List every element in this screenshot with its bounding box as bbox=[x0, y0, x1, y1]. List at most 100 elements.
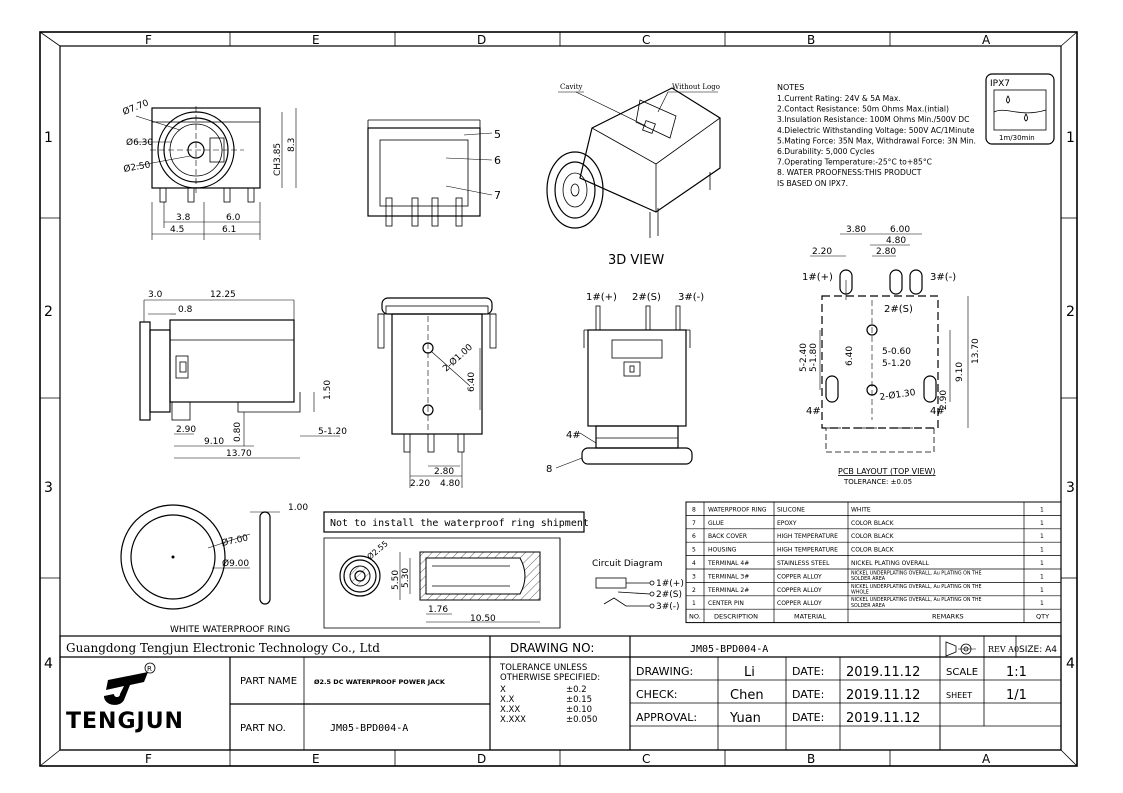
grid-row-label: 3 bbox=[44, 480, 53, 496]
tolerance-value: ±0.050 bbox=[566, 715, 597, 725]
tolerance-table: X±0.2X.X±0.15X.XX±0.10X.XXX±0.050 bbox=[500, 685, 597, 725]
front-dim: 6.1 bbox=[222, 225, 236, 235]
bom-qty: 1 bbox=[1040, 506, 1044, 513]
note-line: 7.Operating Temperature:-25°C to+85°C bbox=[777, 158, 932, 167]
bom-desc: GLUE bbox=[708, 520, 724, 527]
approval-label: APPROVAL: bbox=[636, 711, 697, 724]
bom-remarks: NICKEL UNDERPLATING OVERALL, Au PLATING … bbox=[851, 570, 982, 576]
bom-remarks: SOLDER AREA bbox=[851, 576, 886, 582]
front-dim: Ø7.70 bbox=[121, 97, 151, 117]
front-dim: 6.0 bbox=[226, 213, 241, 223]
bom-remarks: COLOR BLACK bbox=[851, 547, 895, 554]
bom-no: 3 bbox=[692, 573, 696, 580]
bom-desc: HOUSING bbox=[708, 547, 737, 554]
company-name: Guangdong Tengjun Electronic Technology … bbox=[66, 641, 380, 655]
bom-qty: 1 bbox=[1040, 560, 1044, 567]
ipx-caption: 1m/30min bbox=[999, 134, 1035, 142]
svg-text:R: R bbox=[147, 665, 152, 673]
drawing-label: DRAWING: bbox=[636, 665, 693, 678]
note-line: 1.Current Rating: 24V & 5A Max. bbox=[777, 94, 901, 103]
end-dim: 2.80 bbox=[434, 467, 454, 477]
drawing-no: JM05-BPD004-A bbox=[690, 644, 768, 655]
bom-qty: 1 bbox=[1040, 533, 1044, 540]
drawing-by: Li bbox=[744, 665, 755, 680]
bom-material: STAINLESS STEEL bbox=[777, 560, 830, 567]
pcb-dim: 5-2.40 bbox=[799, 343, 809, 372]
ring-dim: 1.00 bbox=[288, 503, 308, 513]
front-dim: 3.8 bbox=[176, 213, 191, 223]
tolerance-key: X.X bbox=[500, 695, 515, 705]
side-dim: 0.8 bbox=[178, 305, 193, 315]
bom-remarks: COLOR BLACK bbox=[851, 533, 895, 540]
grid-row-label: 2 bbox=[1066, 304, 1075, 320]
grid-row-label: 1 bbox=[1066, 130, 1075, 146]
bom-material: EPOXY bbox=[777, 520, 797, 527]
iso-label-logo: Without Logo bbox=[672, 83, 720, 91]
pcb-dim: 5-0.60 bbox=[882, 347, 911, 357]
pcb-dim: 4.80 bbox=[886, 236, 906, 246]
drawing-no-label: DRAWING NO: bbox=[510, 641, 594, 655]
pcb-dim: 6.00 bbox=[890, 225, 910, 235]
pcb-layout: 3.80 6.00 4.80 2.20 2.80 5-2.40 5-1.80 6… bbox=[799, 225, 981, 486]
bom-no: 8 bbox=[692, 506, 696, 513]
bom-qty: 1 bbox=[1040, 573, 1044, 580]
ipx-badge: IPX7 1m/30min bbox=[985, 73, 1055, 145]
pcb-dim: 2.90 bbox=[939, 390, 949, 410]
tolerance-key: X.XX bbox=[500, 705, 520, 715]
pcb-dim: 3.80 bbox=[846, 225, 866, 235]
front-dim: CH3.85 bbox=[273, 143, 283, 176]
pcb-dim: 9.10 bbox=[955, 362, 965, 382]
bom-desc: BACK COVER bbox=[708, 533, 747, 540]
pin-label: 3#(-) bbox=[678, 292, 704, 303]
pcb-pin: 1#(+) bbox=[802, 272, 833, 283]
pcb-title: PCB LAYOUT (TOP VIEW) bbox=[838, 467, 936, 476]
title-block: Guangdong Tengjun Electronic Technology … bbox=[59, 635, 1062, 751]
bom-no: 7 bbox=[692, 520, 696, 527]
side-dim: 3.0 bbox=[148, 290, 163, 300]
pcb-pin: 4# bbox=[930, 406, 945, 417]
front-dim: 4.5 bbox=[170, 225, 184, 235]
scale-label: SCALE bbox=[946, 667, 978, 678]
pcb-dim: 2-Ø1.30 bbox=[879, 387, 917, 403]
section-view: Ø2.55 5.50 5.30 1.76 10.50 bbox=[323, 537, 561, 629]
ring-caption: WHITE WATERPROOF RING bbox=[170, 625, 290, 635]
bom-remarks: NICKEL PLATING OVERALL bbox=[851, 560, 930, 567]
date-label: DATE: bbox=[792, 665, 824, 678]
side-dim: 0.80 bbox=[233, 422, 243, 442]
date-label: DATE: bbox=[792, 688, 824, 701]
section-dim: 5.50 bbox=[391, 570, 401, 590]
pin-label: 1#(+) bbox=[586, 292, 617, 303]
end-dim: 6.40 bbox=[467, 372, 477, 392]
grid-column-label: F bbox=[145, 752, 152, 766]
grid-column-label: C bbox=[642, 752, 650, 766]
end-dim: 2.20 bbox=[410, 479, 430, 489]
side-dim: 9.10 bbox=[204, 437, 224, 447]
side-view: 3.0 12.25 0.8 1.50 2.90 0.80 5-1.20 9.10… bbox=[139, 290, 347, 459]
iso-label-cavity: Cavity bbox=[560, 83, 583, 91]
rev-label: REV A0 bbox=[988, 645, 1019, 654]
notes-heading: NOTES bbox=[777, 83, 804, 92]
shipment-note: Not to install the waterproof ring shipm… bbox=[323, 511, 589, 533]
pcb-dim: 13.70 bbox=[971, 338, 981, 364]
circuit-title: Circuit Diagram bbox=[592, 559, 662, 569]
note-line: 3.Insulation Resistance: 100M Ohms Min./… bbox=[777, 115, 969, 124]
sheet-label: SHEET bbox=[946, 691, 972, 700]
grid-column-label: F bbox=[145, 33, 152, 47]
bom-header: DESCRIPTION bbox=[714, 613, 758, 621]
bom-remarks: COLOR BLACK bbox=[851, 520, 895, 527]
grid-row-label: 1 bbox=[44, 130, 53, 146]
pin-view: 1#(+) 2#(S) 3#(-) 4# 8 bbox=[546, 292, 704, 475]
section-dim: 1.76 bbox=[428, 605, 448, 615]
grid-column-label: D bbox=[477, 752, 486, 766]
end-dim: 4.80 bbox=[440, 479, 460, 489]
side-dim: 1.50 bbox=[323, 380, 333, 400]
date-approval: 2019.11.12 bbox=[846, 711, 920, 726]
bom-no: 6 bbox=[692, 533, 696, 540]
